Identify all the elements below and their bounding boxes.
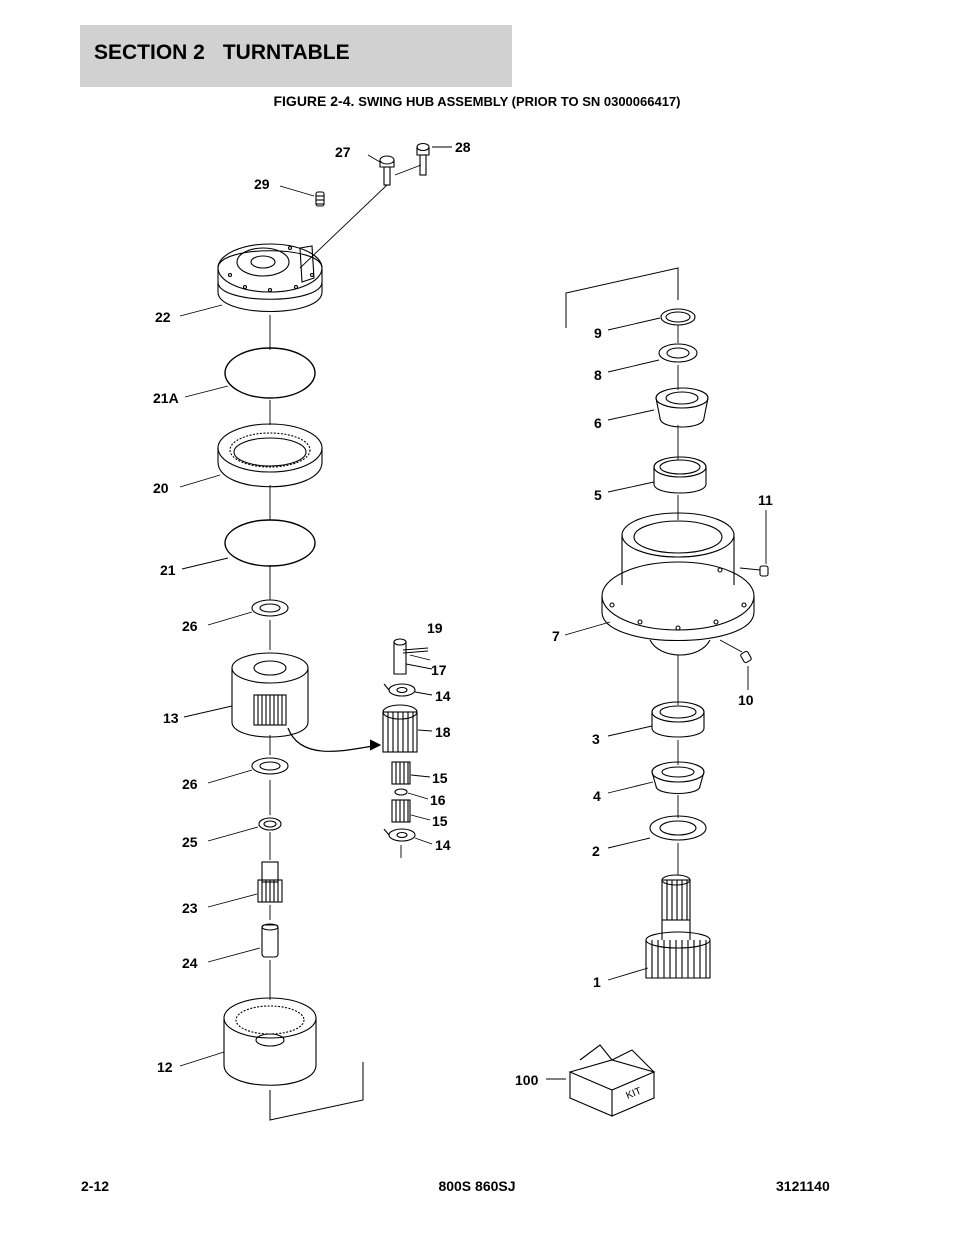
callout-100: 100: [515, 1072, 539, 1088]
sun-gear-23: [257, 861, 283, 903]
section-name: TURNTABLE: [222, 41, 350, 64]
callout-7: 7: [552, 628, 560, 644]
thrust-washer-26-top: [251, 599, 289, 617]
plug-11: [739, 565, 769, 577]
footer-doc-number: 3121140: [776, 1178, 830, 1194]
bearing-cone-4: [651, 761, 705, 795]
bearing-cone-6: [655, 387, 709, 428]
callout-22: 22: [155, 309, 171, 325]
callout-26-bottom: 26: [182, 776, 198, 792]
hub-7: [601, 512, 755, 656]
callout-25: 25: [182, 834, 198, 850]
thrust-washer-14-top: [383, 683, 416, 697]
callout-5: 5: [594, 487, 602, 503]
bolt-27: [379, 155, 395, 186]
callout-21a: 21A: [153, 390, 179, 406]
snap-ring-9: [660, 308, 696, 326]
callout-18: 18: [435, 724, 451, 740]
bearing-cup-5: [653, 456, 707, 494]
figure-number: FIGURE 2-4.: [273, 93, 355, 109]
callout-20: 20: [153, 480, 169, 496]
callout-1: 1: [593, 974, 601, 990]
carrier-13: [231, 652, 309, 738]
section-header: SECTION 2 TURNTABLE: [80, 25, 512, 87]
callout-9: 9: [594, 325, 602, 341]
leader-lines: [179, 146, 767, 1080]
callout-26-top: 26: [182, 618, 198, 634]
plug-10: [719, 639, 752, 664]
thrust-washer-26-bottom: [251, 757, 289, 775]
callout-29: 29: [254, 176, 270, 192]
spacer-25: [258, 817, 282, 831]
callout-14-bottom: 14: [435, 837, 451, 853]
callout-10: 10: [738, 692, 754, 708]
callout-15-bottom: 15: [432, 813, 448, 829]
callout-16: 16: [430, 792, 446, 808]
callout-23: 23: [182, 900, 198, 916]
callout-12: 12: [157, 1059, 173, 1075]
coupling-24: [261, 923, 279, 958]
ring-gear-20: [217, 423, 323, 488]
callout-11: 11: [758, 492, 773, 508]
bolt-28: [416, 142, 430, 176]
ring-gear-12: [223, 997, 317, 1086]
section-label: SECTION 2: [94, 41, 205, 64]
washer-8: [658, 343, 698, 363]
figure-title: FIGURE 2-4. SWING HUB ASSEMBLY (PRIOR TO…: [0, 93, 954, 109]
planet-gear-18: [382, 704, 418, 753]
callout-8: 8: [594, 367, 602, 383]
pin-17: [393, 638, 407, 675]
callout-3: 3: [592, 731, 600, 747]
callout-2: 2: [592, 843, 600, 859]
needle-bearing-15-top: [391, 761, 411, 785]
callout-24: 24: [182, 955, 198, 971]
callout-4: 4: [593, 788, 601, 804]
bearing-cup-3: [651, 701, 705, 738]
callout-17: 17: [431, 662, 447, 678]
needle-bearing-15-bottom: [391, 799, 411, 823]
kit-box-100: [568, 1044, 656, 1117]
callout-14-top: 14: [435, 688, 451, 704]
callout-21: 21: [160, 562, 176, 578]
cover-22: [217, 243, 323, 312]
spacer-16: [394, 788, 408, 796]
figure-caption: SWING HUB ASSEMBLY (PRIOR TO SN 03000664…: [358, 94, 681, 109]
callout-19: 19: [427, 620, 443, 636]
callout-28: 28: [455, 139, 471, 155]
seal-2: [649, 815, 707, 841]
callout-6: 6: [594, 415, 602, 431]
footer-page-number: 2-12: [81, 1178, 110, 1194]
callout-15-top: 15: [432, 770, 448, 786]
o-ring-21a: [224, 347, 316, 399]
o-ring-21: [224, 519, 316, 567]
callout-13: 13: [163, 710, 179, 726]
kit-label: KIT: [625, 1086, 644, 1102]
thrust-washer-14-bottom: [383, 828, 416, 842]
roll-pin-19: [402, 647, 429, 654]
output-shaft-1: [645, 874, 711, 979]
plug-29: [315, 191, 325, 207]
footer-model: 800S 860SJ: [438, 1178, 516, 1194]
callout-27: 27: [335, 144, 351, 160]
